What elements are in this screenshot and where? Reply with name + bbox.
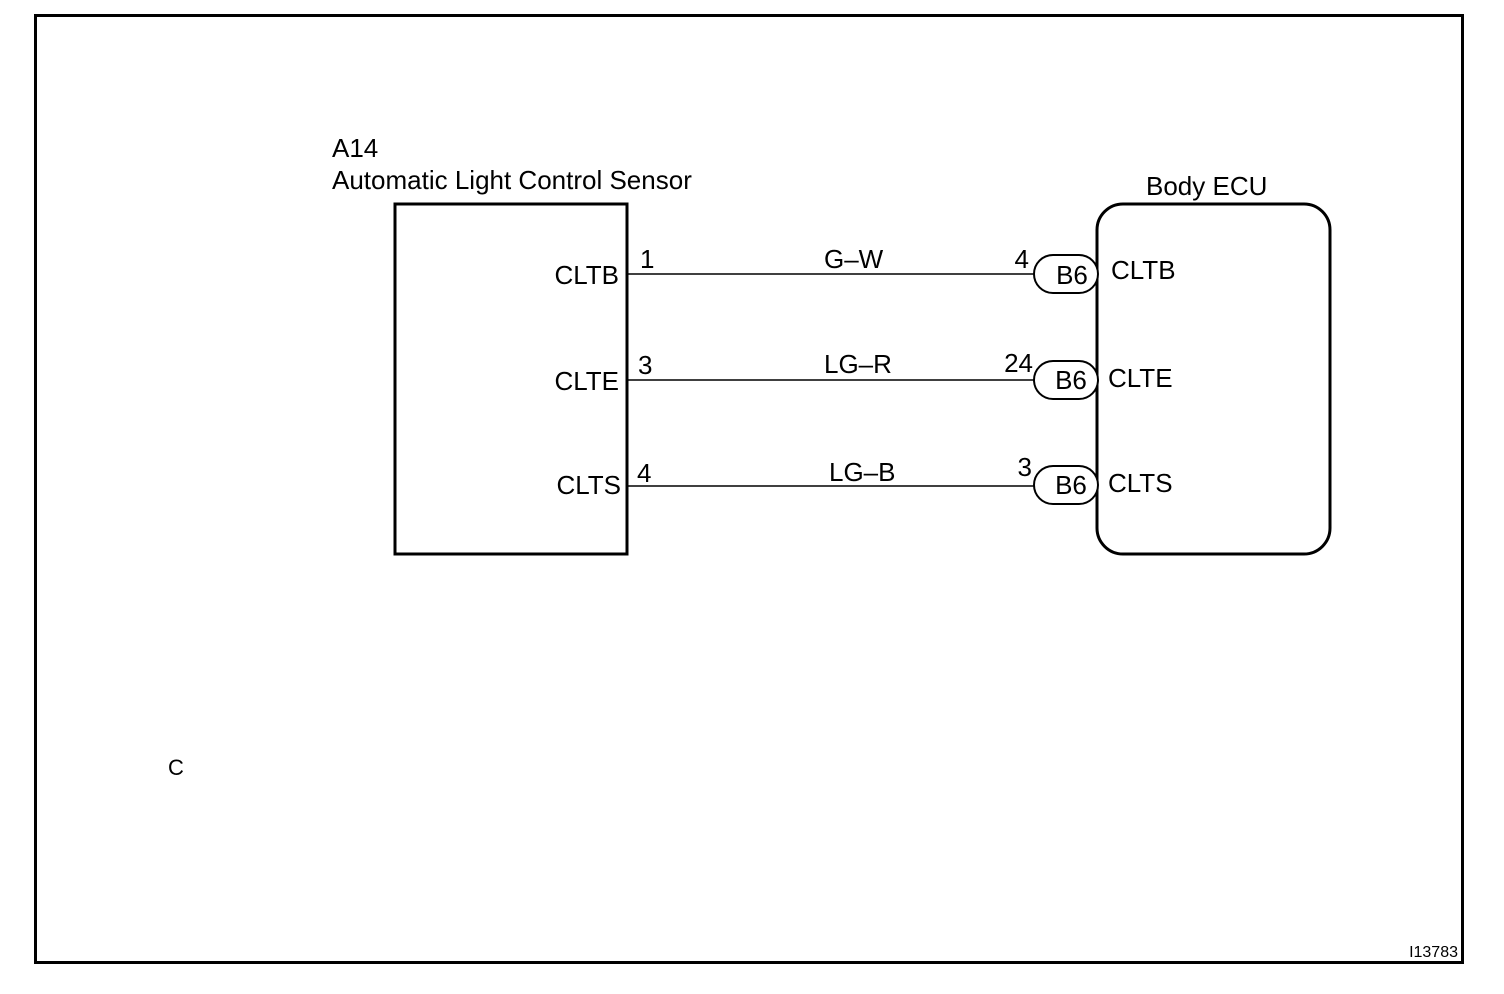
diagram-frame: [34, 14, 1464, 964]
wire-color-code: LG–B: [829, 457, 896, 487]
sensor-pin-label: CLTS: [556, 470, 621, 500]
sensor-box: [393, 202, 629, 556]
ecu-pin-number: 3: [1018, 452, 1032, 482]
connector-oval: [1033, 465, 1099, 505]
wire-color-code: G–W: [824, 244, 884, 274]
ecu-pin-number: 24: [1004, 348, 1033, 378]
connector-label: B6: [1056, 260, 1088, 290]
footer-letter: C: [168, 755, 184, 780]
wire-color-code: LG–R: [824, 349, 892, 379]
connector-label: B6: [1055, 365, 1087, 395]
ecu-name: Body ECU: [1146, 171, 1267, 201]
connector-oval: [1033, 360, 1099, 400]
ecu-pin-label: CLTB: [1111, 255, 1176, 285]
sensor-pin-label: CLTB: [554, 260, 619, 290]
ecu-pin-label: CLTE: [1108, 363, 1173, 393]
sensor-pin-number: 3: [638, 350, 652, 380]
ecu-pin-number: 4: [1015, 244, 1029, 274]
sensor-name: Automatic Light Control Sensor: [332, 165, 692, 195]
ecu-pin-label: CLTS: [1108, 468, 1173, 498]
connector-label: B6: [1055, 470, 1087, 500]
sensor-pin-label: CLTE: [554, 366, 619, 396]
sensor-pin-number: 4: [637, 458, 651, 488]
figure-id: I13783: [1409, 944, 1458, 961]
sensor-code: A14: [332, 133, 378, 163]
sensor-pin-number: 1: [640, 244, 654, 274]
connector-oval: [1033, 254, 1099, 294]
